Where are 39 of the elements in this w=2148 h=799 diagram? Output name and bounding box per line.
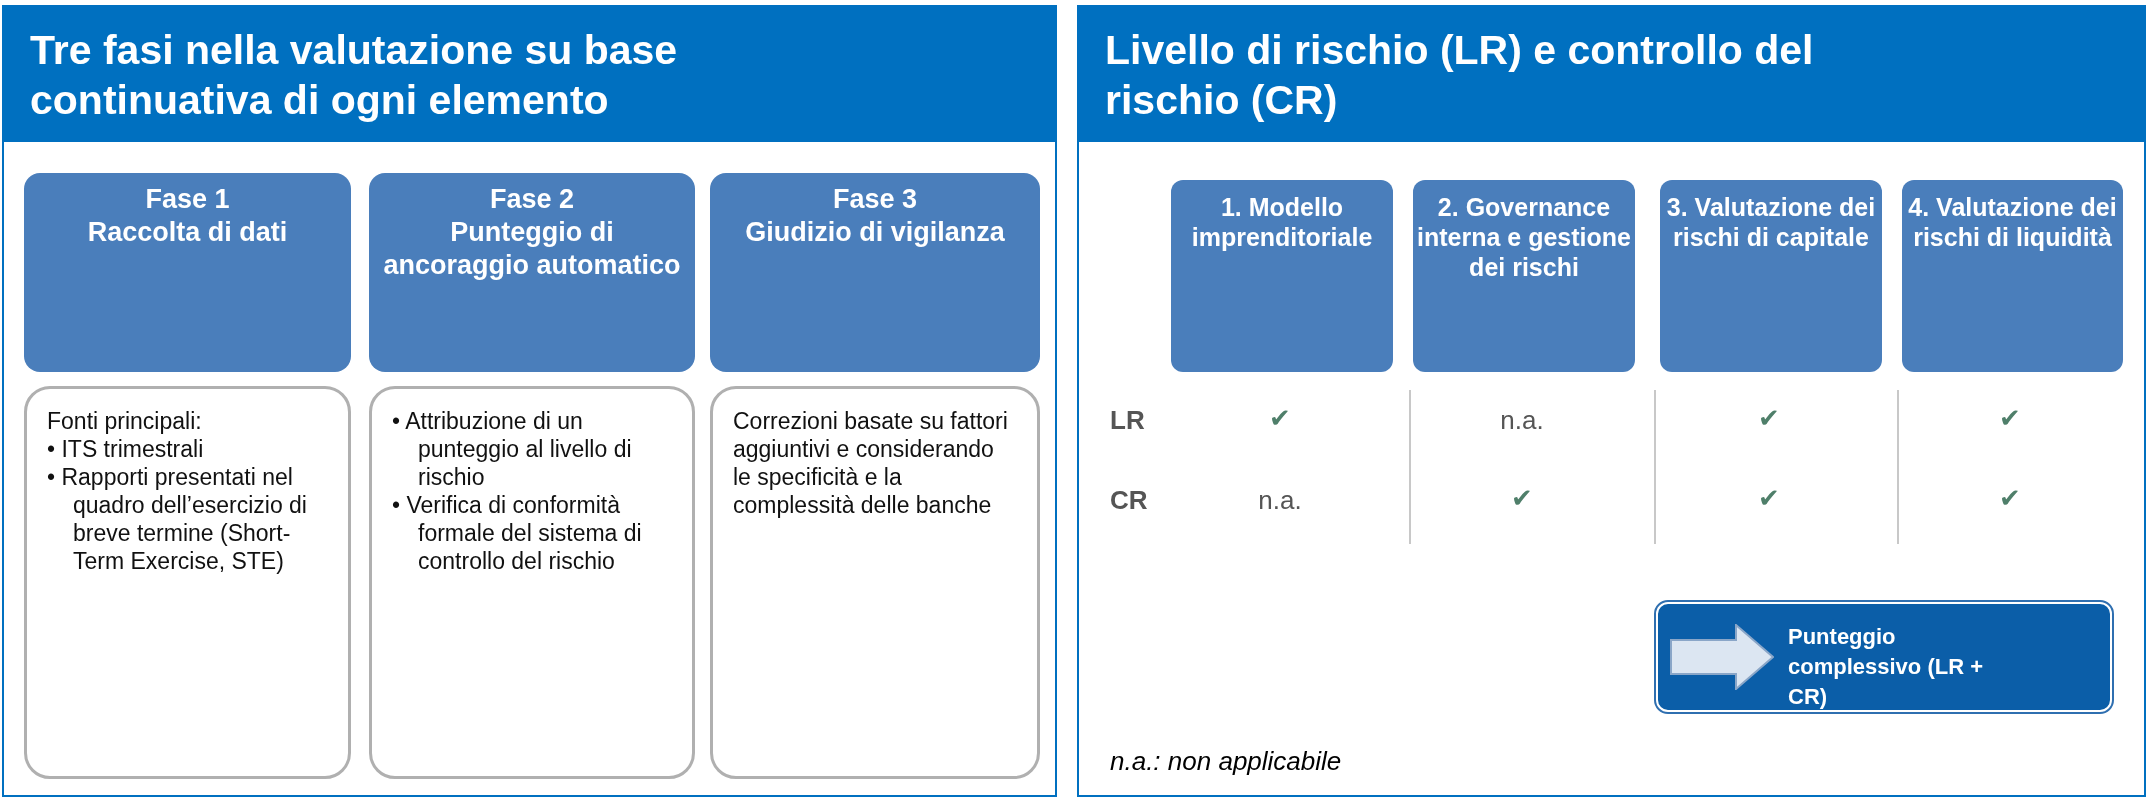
text-card xyxy=(24,386,351,779)
row-label: LR xyxy=(1110,405,1145,436)
panel xyxy=(1077,5,2146,797)
phase-header-box xyxy=(24,173,351,372)
check-mark: ✔ xyxy=(1758,403,1780,434)
check-mark: ✔ xyxy=(1999,483,2021,514)
phase-header-box xyxy=(369,173,695,372)
footnote: n.a.: non applicabile xyxy=(1110,746,1342,777)
body-text: Fonti principali: xyxy=(47,407,203,435)
column-header: 2. Governance interna e gestione dei rischi xyxy=(1413,180,1635,372)
check-mark: ✔ xyxy=(1758,483,1780,514)
score-label: Punteggio complessivo (LR + CR) xyxy=(1788,623,1984,711)
phase-title: Raccolta di dati xyxy=(86,216,289,249)
bullet-item: • ITS trimestrali xyxy=(47,435,205,463)
phase-header-box xyxy=(710,173,1040,372)
panel-heading: Livello di rischio (LR) e controllo del rischio (CR) xyxy=(1079,7,2144,142)
text-card xyxy=(710,386,1040,779)
text-card xyxy=(369,386,695,779)
cell-text: n.a. xyxy=(1500,405,1544,436)
bullet-item: • Attribuzione di un punteggio al livello di rischio xyxy=(392,407,633,491)
score-box xyxy=(1656,602,2112,712)
phase-number: Fase 2 xyxy=(488,183,576,216)
check-mark: ✔ xyxy=(1999,403,2021,434)
phase-number: Fase 3 xyxy=(831,183,919,216)
panel xyxy=(2,5,1057,797)
bullet-item: • Verifica di conformità formale del sistema di controllo del rischio xyxy=(392,491,643,575)
column-header: 4. Valutazione dei rischi di liquidità xyxy=(1902,180,2123,372)
row-label: CR xyxy=(1110,485,1148,516)
bullet-item: • Rapporti presentati nel quadro dell’esercizio di breve termine (Short-Term Exercise, STE) xyxy=(47,463,308,575)
cell-text: n.a. xyxy=(1258,485,1302,516)
column-header: 3. Valutazione dei rischi di capitale xyxy=(1660,180,1882,372)
phase-number: Fase 1 xyxy=(144,183,231,216)
body-text: Correzioni basate su fattori aggiuntivi e considerando le specificità e la complessità delle banche xyxy=(733,407,1009,519)
phase-title: Giudizio di vigilanza xyxy=(744,216,1006,249)
check-mark: ✔ xyxy=(1511,483,1533,514)
check-mark: ✔ xyxy=(1269,403,1291,434)
column-header: 1. Modello imprenditoriale xyxy=(1171,180,1393,372)
panel-heading: Tre fasi nella valutazione su base continuativa di ogni elemento xyxy=(4,7,1055,142)
phase-title: Punteggio di ancoraggio automatico xyxy=(382,216,682,282)
